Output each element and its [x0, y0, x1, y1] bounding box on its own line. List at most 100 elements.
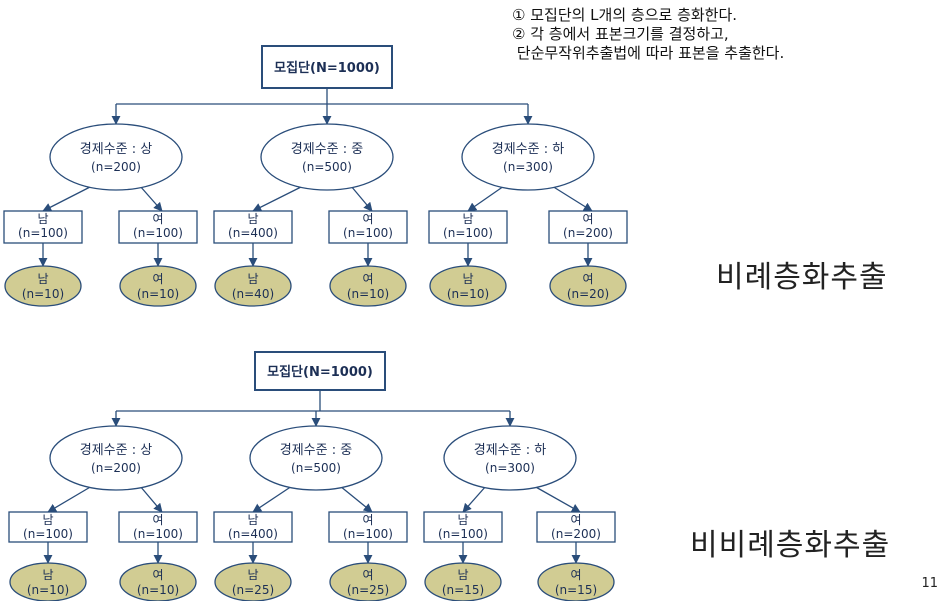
sample-node — [329, 265, 407, 307]
group-box — [328, 210, 408, 244]
stratum-size: (n=300) — [503, 160, 553, 174]
stratum-node — [49, 123, 183, 191]
stratum-name: 경제수준 : 중 — [291, 142, 363, 157]
stratum-node — [49, 425, 183, 491]
sample-size: (n=15) — [555, 583, 597, 597]
group-arrow — [252, 485, 293, 513]
note-line-1: ① 모집단의 L개의 층으로 층화한다. — [512, 6, 738, 24]
group-box — [428, 210, 508, 244]
group-sex: 여 — [570, 513, 581, 527]
group-sex: 남 — [457, 513, 468, 527]
sample-node — [119, 562, 197, 601]
group-box — [213, 511, 293, 543]
population-box — [254, 351, 386, 391]
group-population: (n=100) — [343, 527, 393, 541]
group-population: (n=100) — [343, 226, 393, 240]
group-box — [536, 511, 616, 543]
stratum-node — [461, 123, 595, 191]
sample-sex: 여 — [570, 568, 581, 582]
sample-node — [537, 562, 615, 601]
stratum-name: 경제수준 : 상 — [80, 443, 152, 458]
sample-node — [9, 562, 87, 601]
sample-sex: 남 — [247, 568, 258, 582]
stratum-name: 경제수준 : 하 — [492, 142, 564, 157]
sample-node — [4, 265, 82, 307]
stratum-name: 경제수준 : 중 — [280, 443, 352, 458]
group-population: (n=200) — [551, 527, 601, 541]
sample-size: (n=25) — [347, 583, 389, 597]
group-arrow — [252, 185, 304, 212]
stratum-node — [443, 425, 577, 491]
sample-size: (n=40) — [232, 287, 274, 301]
group-box — [3, 210, 83, 244]
sample-node — [424, 562, 502, 601]
sample-sex: 남 — [457, 568, 468, 582]
note-line-3: 단순무작위추출법에 따라 표본을 추출한다. — [512, 44, 785, 62]
group-arrow — [339, 485, 373, 513]
group-box — [548, 210, 628, 244]
group-sex: 남 — [247, 513, 258, 527]
sample-size: (n=15) — [442, 583, 484, 597]
sample-size: (n=10) — [347, 287, 389, 301]
group-sex: 여 — [152, 513, 163, 527]
sample-size: (n=10) — [137, 287, 179, 301]
sample-node — [119, 265, 197, 307]
group-box — [8, 511, 88, 543]
sample-size: (n=10) — [22, 287, 64, 301]
population-label: 모집단(N=1000) — [274, 60, 380, 76]
sample-sex: 남 — [42, 568, 53, 582]
sample-size: (n=10) — [447, 287, 489, 301]
stratum-node — [260, 123, 394, 191]
group-sex: 여 — [362, 513, 373, 527]
group-population: (n=100) — [133, 527, 183, 541]
group-sex: 여 — [362, 212, 373, 226]
sample-size: (n=20) — [567, 287, 609, 301]
population-label: 모집단(N=1000) — [267, 364, 373, 380]
sample-size: (n=10) — [27, 583, 69, 597]
group-population: (n=100) — [23, 527, 73, 541]
disproportional-label: 비비례층화추출 — [690, 528, 891, 563]
group-arrow — [350, 185, 373, 212]
group-sex: 남 — [37, 212, 48, 226]
sample-node — [549, 265, 627, 307]
group-population: (n=100) — [133, 226, 183, 240]
stratum-node — [249, 425, 383, 491]
group-population: (n=100) — [443, 226, 493, 240]
group-arrow — [139, 485, 163, 513]
group-arrow — [139, 185, 163, 212]
group-box — [423, 511, 503, 543]
group-population: (n=200) — [563, 226, 613, 240]
sample-sex: 여 — [362, 272, 373, 286]
group-population: (n=400) — [228, 226, 278, 240]
proportional-label: 비례층화추출 — [716, 260, 888, 295]
sample-sex: 남 — [37, 272, 48, 286]
group-box — [213, 210, 293, 244]
sample-sex: 여 — [362, 568, 373, 582]
group-arrow — [42, 185, 93, 212]
stratum-size: (n=200) — [91, 461, 141, 475]
group-arrow — [533, 485, 581, 513]
page-number: 11 — [921, 576, 938, 591]
group-sex: 여 — [152, 212, 163, 226]
group-sex: 남 — [462, 212, 473, 226]
group-arrow — [551, 185, 593, 212]
group-arrow — [467, 185, 505, 212]
stratum-size: (n=200) — [91, 160, 141, 174]
group-box — [118, 511, 198, 543]
sample-sex: 여 — [152, 568, 163, 582]
group-box — [118, 210, 198, 244]
group-sex: 남 — [42, 513, 53, 527]
sample-sex: 남 — [247, 272, 258, 286]
group-arrow — [47, 485, 93, 513]
group-population: (n=100) — [18, 226, 68, 240]
sample-sex: 남 — [462, 272, 473, 286]
sample-size: (n=10) — [137, 583, 179, 597]
stratum-size: (n=500) — [302, 160, 352, 174]
group-population: (n=100) — [438, 527, 488, 541]
sample-node — [214, 265, 292, 307]
population-box — [261, 45, 393, 89]
stratum-name: 경제수준 : 하 — [474, 443, 546, 458]
group-arrow — [462, 485, 487, 513]
instruction-notes: ① 모집단의 L개의 층으로 층화한다. ② 각 층에서 표본크기를 결정하고,… — [512, 6, 784, 63]
